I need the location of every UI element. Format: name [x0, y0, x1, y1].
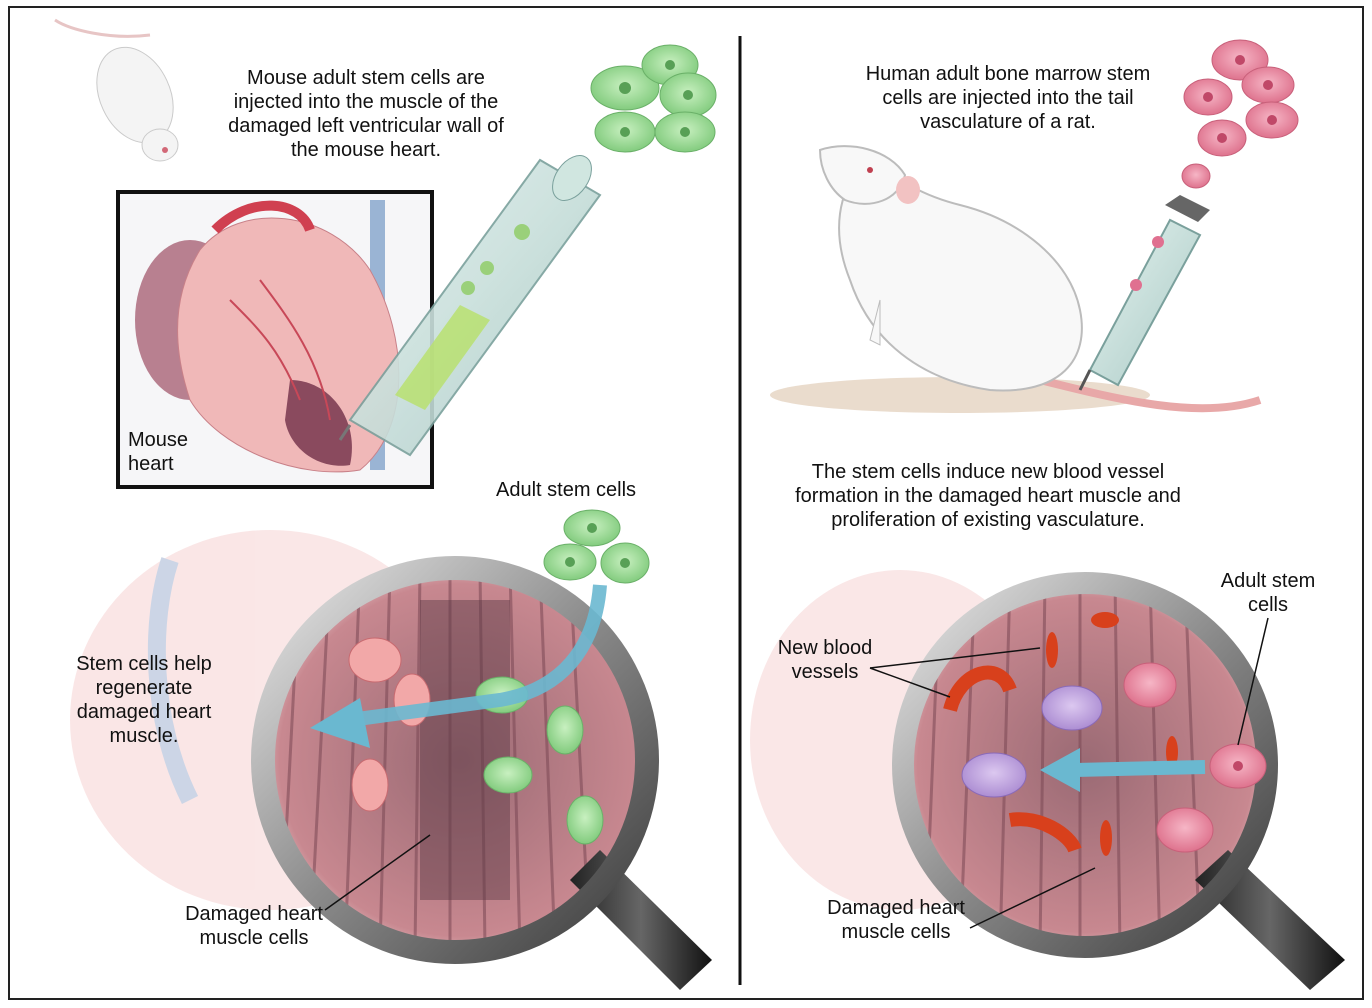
syringe-right — [1080, 195, 1210, 390]
human-stem-cells-cluster — [1182, 40, 1298, 188]
adult-stem-cells-label-left: Adult stem cells — [496, 478, 676, 502]
mouse-illustration — [55, 20, 188, 161]
adult-stem-cells-left — [544, 510, 649, 583]
damaged-cells-label-right: Damaged heart muscle cells — [818, 896, 974, 944]
migration-arrow-right — [1075, 767, 1205, 770]
mouse-heart-label: Mouse heart — [128, 428, 208, 476]
regenerate-label: Stem cells help regenerate damaged heart… — [56, 652, 232, 748]
rat-illustration — [770, 146, 1260, 413]
new-vessels-label: New blood vessels — [760, 636, 890, 684]
induce-text: The stem cells induce new blood vessel f… — [768, 460, 1208, 532]
damaged-cells-label-left: Damaged heart muscle cells — [178, 902, 330, 950]
right-intro-text: Human adult bone marrow stem cells are i… — [858, 62, 1158, 134]
left-intro-text: Mouse adult stem cells are injected into… — [216, 66, 516, 162]
adult-stem-cells-label-right: Adult stem cells — [1206, 569, 1330, 617]
mouse-stem-cells-cluster — [591, 45, 716, 152]
